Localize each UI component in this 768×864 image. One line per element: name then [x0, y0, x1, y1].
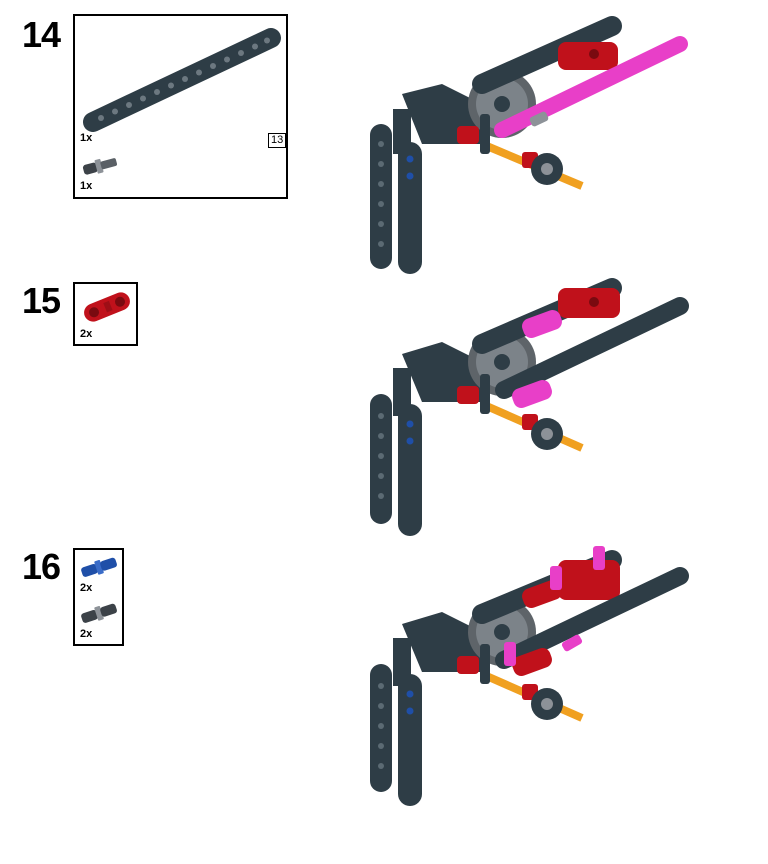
gray-pin-icon — [81, 603, 117, 623]
model-assembly-step-16 — [370, 546, 689, 806]
step-number-15: 15 — [22, 280, 61, 321]
parts-callout-step-14: 1x 13 1x — [73, 14, 288, 199]
part-quantity: 2x — [80, 628, 93, 640]
step-number-14: 14 — [22, 14, 61, 55]
model-assembly-step-15 — [370, 278, 689, 536]
long-dark-beam-icon — [83, 28, 281, 132]
part-quantity: 1x — [80, 132, 93, 144]
length-indicator: 13 — [268, 133, 287, 148]
model-assembly-step-14 — [370, 16, 688, 274]
parts-callout-step-16: 2x 2x — [73, 548, 124, 646]
gray-axle-pin-icon — [82, 158, 118, 175]
parts-callout-step-15: 2x — [73, 282, 138, 346]
red-connector-icon — [84, 292, 130, 322]
part-quantity: 2x — [80, 582, 93, 594]
blue-pin-icon — [81, 557, 117, 577]
part-quantity: 2x — [80, 328, 93, 340]
part-quantity: 1x — [80, 180, 93, 192]
step-number-16: 16 — [22, 546, 61, 587]
